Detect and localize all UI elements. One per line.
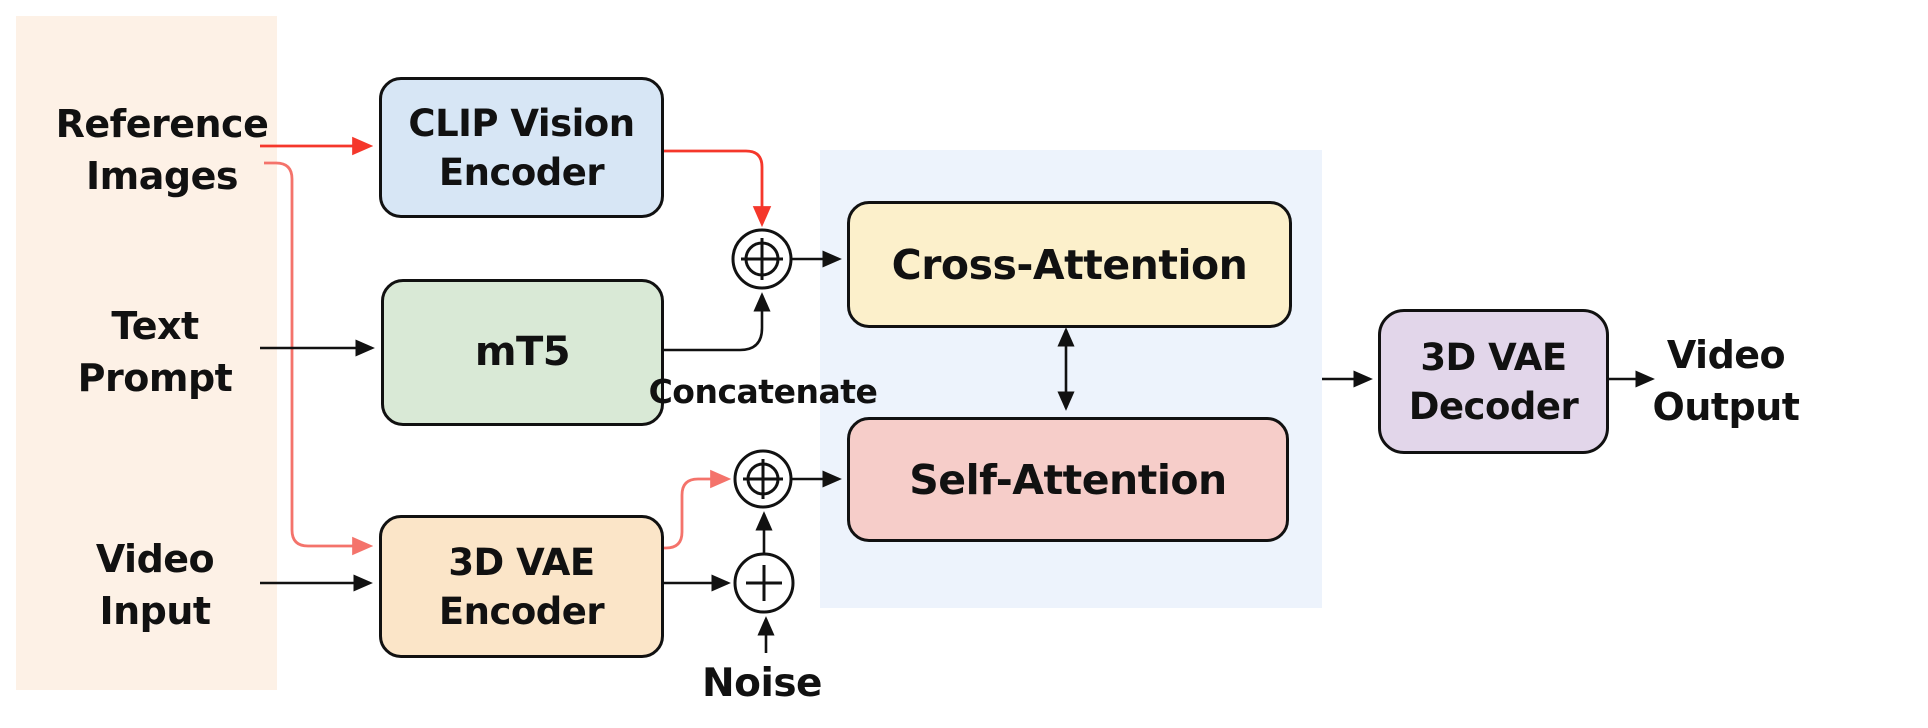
text-prompt-line1: Text xyxy=(111,304,199,348)
vae-decoder-box: 3D VAE Decoder xyxy=(1378,309,1609,454)
video-input-line2: Input xyxy=(99,589,211,633)
concat-node-icon xyxy=(733,449,793,509)
clip-label-line2: Encoder xyxy=(438,150,605,194)
mt5-box: mT5 xyxy=(381,279,664,426)
vae-decoder-label-line1: 3D VAE xyxy=(1420,335,1567,379)
concat-node-icon xyxy=(731,228,793,290)
text-prompt-label: Text Prompt xyxy=(35,300,275,404)
add-noise-node-icon xyxy=(733,552,795,614)
reference-images-line2: Images xyxy=(86,154,238,198)
video-output-line2: Output xyxy=(1652,385,1800,429)
noise-annotation: Noise xyxy=(702,661,822,706)
arrow-clip-to-concat xyxy=(658,149,772,228)
vae-encoder-label-line2: Encoder xyxy=(438,589,605,633)
video-output-label: Video Output xyxy=(1606,329,1846,433)
video-input-label: Video Input xyxy=(35,533,275,637)
concatenate-annotation: Concatenate xyxy=(648,372,878,411)
arrow-mt5-to-concat xyxy=(659,292,771,352)
self-attention-box: Self-Attention xyxy=(847,417,1289,542)
video-output-line1: Video xyxy=(1666,333,1786,377)
cross-attention-label: Cross-Attention xyxy=(891,240,1248,289)
vae-decoder-label-line2: Decoder xyxy=(1408,384,1579,428)
clip-vision-encoder-box: CLIP Vision Encoder xyxy=(379,77,664,218)
video-input-line1: Video xyxy=(95,537,215,581)
arrow-reference-to-vae-encoder xyxy=(264,161,374,556)
text-prompt-line2: Prompt xyxy=(77,356,233,400)
mt5-label: mT5 xyxy=(474,329,571,375)
reference-images-label: Reference Images xyxy=(42,98,282,202)
inputs-panel xyxy=(16,16,277,690)
clip-label-line1: CLIP Vision xyxy=(408,101,635,145)
arrow-vae-encoder-to-concat xyxy=(659,469,732,550)
self-attention-label: Self-Attention xyxy=(909,455,1227,504)
vae-encoder-box: 3D VAE Encoder xyxy=(379,515,664,658)
vae-encoder-label-line1: 3D VAE xyxy=(448,540,595,584)
reference-images-line1: Reference xyxy=(55,102,269,146)
cross-attention-box: Cross-Attention xyxy=(847,201,1292,328)
